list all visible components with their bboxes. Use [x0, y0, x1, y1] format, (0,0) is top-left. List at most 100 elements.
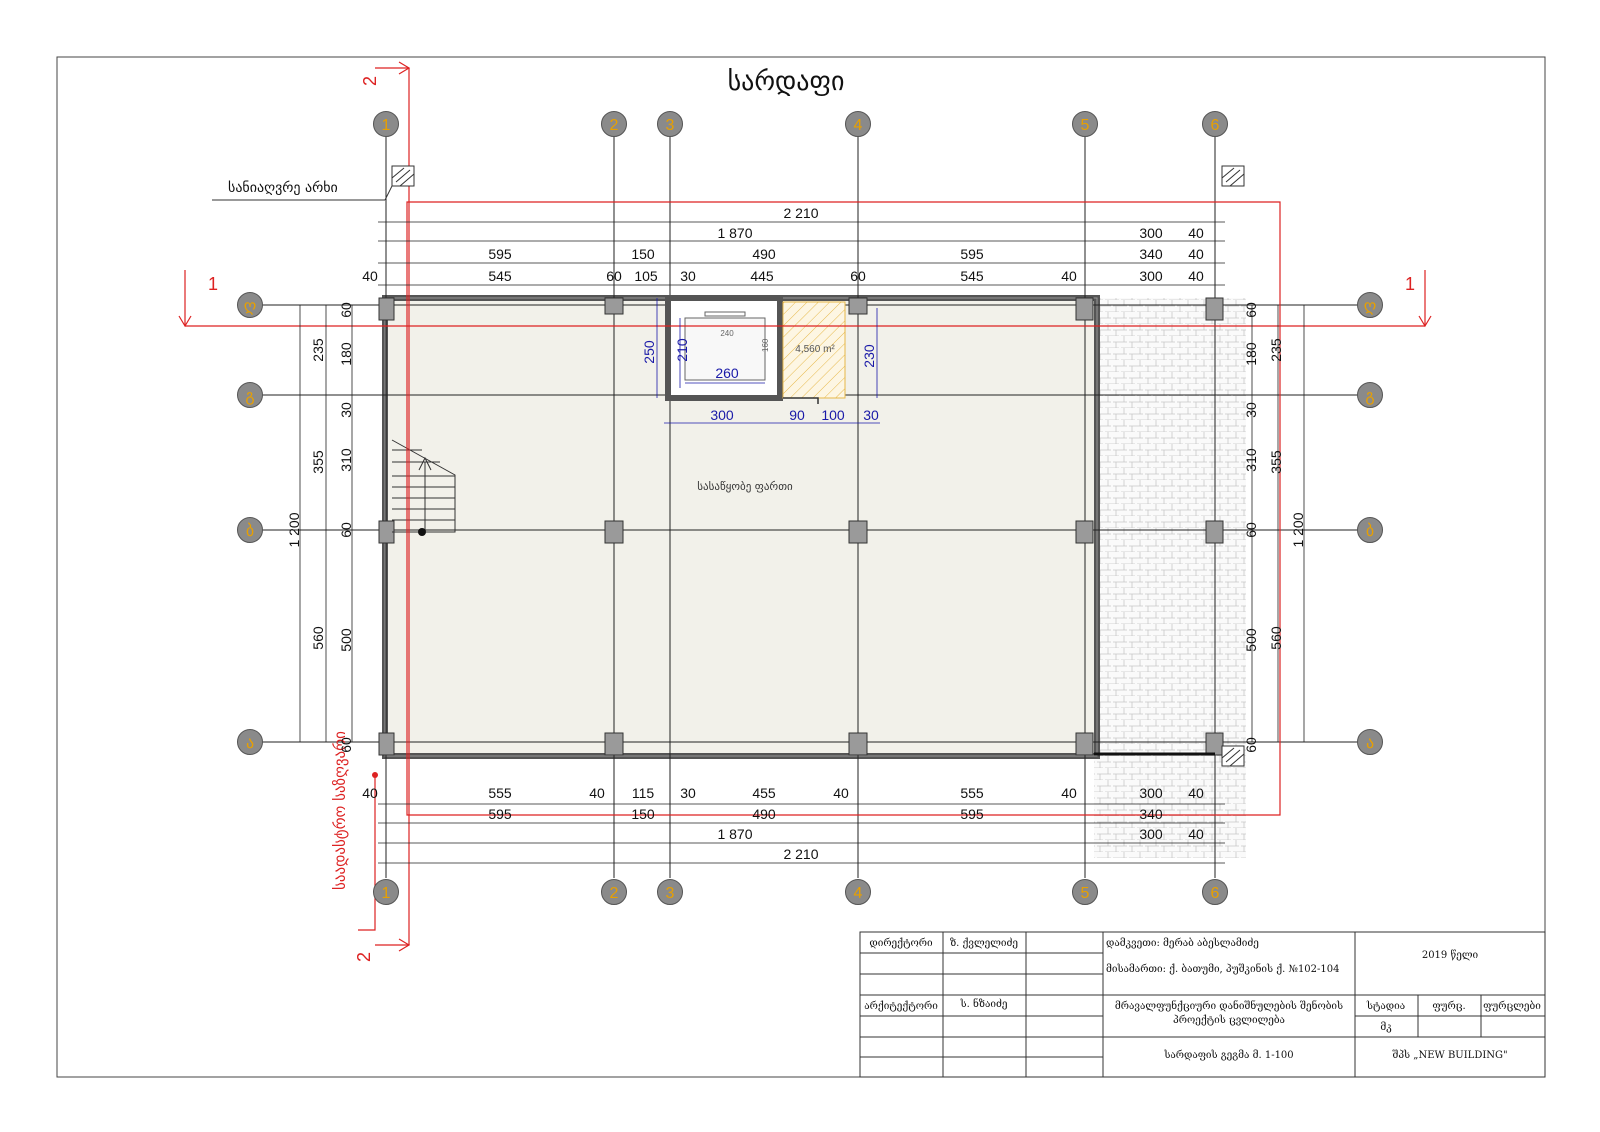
dim-core-bottom-1: 90 — [789, 407, 805, 423]
dim-core-250: 250 — [641, 340, 657, 364]
dim-bottom-row3-b: 300 — [1139, 826, 1163, 842]
axis-col-top-1: 2 — [610, 117, 619, 134]
dim-top-row3-5: 40 — [1188, 246, 1204, 262]
architect-name: ს. ნზაიძე — [960, 998, 1008, 1010]
dim-top-row2-b: 300 — [1139, 225, 1163, 241]
dim-bottom-row1-9: 300 — [1139, 785, 1163, 801]
canal-label: სანიაღვრე არხი — [228, 179, 338, 196]
dim-top-row4-1: 545 — [488, 268, 512, 284]
dim-bottom-row2-1: 150 — [631, 806, 655, 822]
dim-bottom-row1-7: 555 — [960, 785, 984, 801]
axis-row-right-0-circle — [1357, 292, 1383, 318]
canal-marker — [212, 165, 1245, 767]
axis-row-right-2-circle — [1357, 517, 1383, 543]
dim-bottom-row1-3: 115 — [632, 785, 655, 801]
axis-col-bottom-2: 3 — [666, 885, 675, 902]
neighbor-boundary-label: საადასტრო საზღვარი — [331, 731, 349, 890]
axis-col-bottom-1: 2 — [610, 885, 619, 902]
director-name: ზ. ქვლელიძე — [950, 938, 1018, 949]
dim-top-row3-3: 595 — [960, 246, 984, 262]
dim-right-mid-0: 235 — [1268, 338, 1284, 362]
company-name: შპს „NEW BUILDING" — [1392, 1050, 1507, 1061]
dim-core-bottom-0: 300 — [710, 407, 734, 423]
dim-left-inner-2: 30 — [338, 402, 354, 418]
red-boundary — [178, 61, 1432, 952]
stage-value: მკ — [1380, 1022, 1391, 1033]
client-line: დამკვეთი: მერაბ აბესლამიძე — [1106, 938, 1259, 949]
axis-col-bottom-0: 1 — [382, 885, 391, 902]
axis-col-top-0-circle — [373, 111, 399, 137]
axis-row-right-2: ბ — [1366, 522, 1374, 540]
dim-core-bottom-2: 100 — [821, 407, 845, 423]
axis-col-top-2-circle — [657, 111, 683, 137]
dim-right-inner-5: 500 — [1243, 628, 1259, 652]
dim-bottom-row1-6: 40 — [833, 785, 849, 801]
dim-top-row2-c: 40 — [1188, 225, 1204, 241]
dim-right-inner-2: 30 — [1243, 402, 1259, 418]
dim-bottom-row2-3: 595 — [960, 806, 984, 822]
dim-bottom-row3-c: 40 — [1188, 826, 1204, 842]
dim-top-row4-5: 445 — [750, 268, 774, 284]
dim-right-inner-4: 60 — [1243, 522, 1259, 538]
axis-row-left-0: ღ — [244, 298, 257, 315]
area-label: 4,560 m² — [795, 344, 835, 355]
dim-bottom-row2-2: 490 — [752, 806, 776, 822]
dim-bottom-row1-4: 30 — [680, 785, 696, 801]
axis-row-left-3-circle — [237, 729, 263, 755]
axis-row-right-3-circle — [1357, 729, 1383, 755]
dim-right-inner-0: 60 — [1243, 302, 1259, 318]
dim-left-outer: 1 200 — [286, 512, 302, 547]
axis-col-top-4: 5 — [1081, 117, 1090, 134]
dim-right-outer: 1 200 — [1290, 512, 1306, 547]
dim-right-inner-6: 60 — [1243, 737, 1259, 753]
dim-top-row4-7: 545 — [960, 268, 984, 284]
section-2-top: 2 — [360, 76, 380, 86]
elevator-core — [665, 295, 846, 404]
plan-caption: სარდაფის გეგმა მ. 1-100 — [1163, 1050, 1293, 1061]
dim-right-mid-1: 355 — [1268, 450, 1284, 474]
dim-core-bottom-3: 30 — [863, 407, 879, 423]
axis-row-left-1: გ — [245, 388, 254, 405]
dim-left-inner-4: 60 — [338, 522, 354, 538]
dim-top-row3-2: 490 — [752, 246, 776, 262]
drawing-title: სარდაფი — [728, 67, 845, 97]
dim-bottom-row2-4: 340 — [1139, 806, 1163, 822]
dim-left-mid-1: 355 — [310, 450, 326, 474]
axis-col-bottom-1-circle — [601, 879, 627, 905]
axis-col-bottom-5: 6 — [1211, 885, 1220, 902]
section-2-bottom: 2 — [354, 952, 374, 962]
axis-col-top-3-circle — [845, 111, 871, 137]
dim-left-inner-0: 60 — [338, 302, 354, 318]
dim-top-row4-3: 105 — [634, 268, 658, 284]
dim-top-overall: 2 210 — [783, 205, 818, 221]
axis-row-right-0: ღ — [1364, 298, 1377, 315]
structural-columns — [378, 297, 1224, 756]
svg-text:240: 240 — [720, 329, 734, 338]
axis-col-bottom-3: 4 — [854, 885, 863, 902]
axis-row-left-3: ა — [246, 735, 254, 752]
axis-col-top-5: 6 — [1211, 117, 1220, 134]
axis-col-top-3: 4 — [854, 117, 863, 134]
axis-col-bottom-0-circle — [373, 879, 399, 905]
section-1-right: 1 — [1405, 274, 1415, 294]
dim-top-row3-0: 595 — [488, 246, 512, 262]
dim-bottom-row1-0: 40 — [362, 785, 378, 801]
title-block — [859, 931, 1546, 1078]
year-label: 2019 წელი — [1422, 950, 1479, 961]
stair-point — [418, 528, 426, 536]
axis-col-bottom-3-circle — [845, 879, 871, 905]
dim-right-inner-1: 180 — [1243, 342, 1259, 366]
axis-col-top-4-circle — [1072, 111, 1098, 137]
sheet-frame — [56, 56, 1546, 1078]
director-label: დირექტორი — [869, 938, 933, 949]
axis-col-top-5-circle — [1202, 111, 1228, 137]
axis-row-right-3: ა — [1366, 735, 1374, 752]
dim-left-inner-3: 310 — [338, 448, 354, 472]
axis-col-bottom-4: 5 — [1081, 885, 1090, 902]
dim-right-mid-2: 560 — [1268, 626, 1284, 650]
dim-bottom-row1-5: 455 — [752, 785, 776, 801]
dim-left-mid-0: 235 — [310, 338, 326, 362]
